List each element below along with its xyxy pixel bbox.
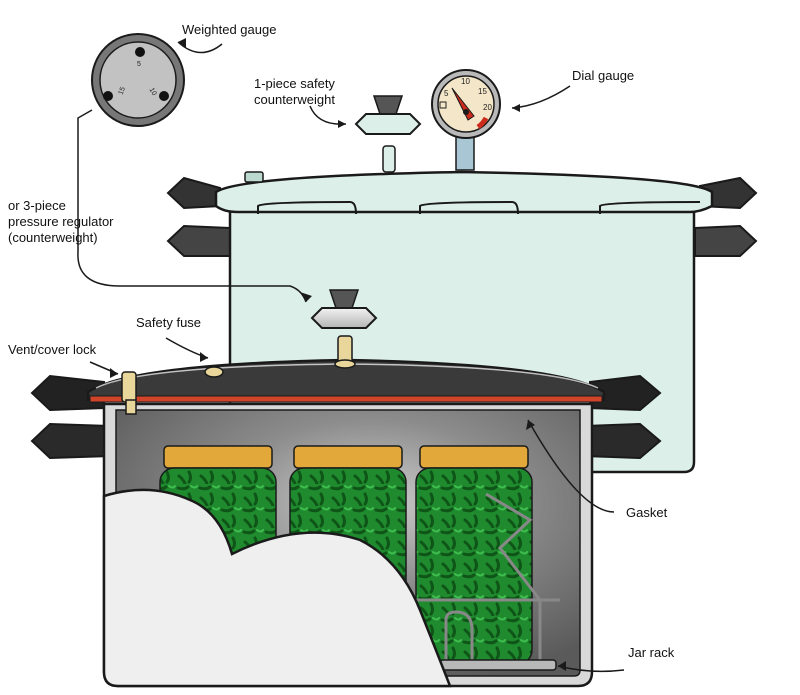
- back-pot-vent-pipe: [382, 145, 396, 173]
- front-pot-cutaway: [102, 488, 452, 688]
- jar: [415, 445, 533, 665]
- gasket: [89, 395, 603, 403]
- back-pot-handle-left-top: [166, 176, 221, 210]
- dial-gauge-mark: 15: [478, 87, 487, 96]
- label-dial-gauge: Dial gauge: [572, 68, 635, 83]
- dial-gauge: 5 10 15 20: [431, 69, 501, 139]
- back-pot-handle-left-bottom: [166, 224, 231, 257]
- arrow-gasket: [527, 419, 615, 513]
- label-gasket: Gasket: [626, 505, 668, 520]
- weighted-gauge-hole: [159, 91, 169, 101]
- dial-gauge-mark: 5: [444, 89, 449, 98]
- dial-gauge-stem: [455, 133, 475, 171]
- weighted-gauge-mark: 5: [137, 61, 141, 68]
- weighted-gauge-hole: [103, 91, 113, 101]
- safety-fuse: [204, 366, 224, 378]
- front-pot-handle-left-bottom: [30, 422, 111, 460]
- arrow-weighted-gauge: [177, 41, 223, 54]
- back-pot-vent: [244, 171, 264, 183]
- weighted-gauge: 5 10 15: [91, 33, 185, 127]
- back-pot-handle-right-bottom: [694, 224, 758, 257]
- dial-gauge-face: [437, 75, 495, 133]
- label-one-piece-counterweight: 1-piece safety counterweight: [254, 76, 335, 107]
- jar-rack: [412, 492, 560, 671]
- dial-gauge-red-zone: [476, 116, 489, 130]
- weighted-gauge-hole: [135, 47, 145, 57]
- dial-gauge-mark: 20: [483, 103, 492, 112]
- three-piece-regulator: [310, 289, 378, 329]
- back-pot-lid: [214, 170, 714, 214]
- one-piece-counterweight: [354, 95, 422, 135]
- label-safety-fuse: Safety fuse: [136, 315, 202, 330]
- weighted-gauge-mark: 10: [148, 87, 158, 97]
- label-vent-cover-lock: Vent/cover lock: [8, 342, 97, 357]
- dial-gauge-mark: 10: [461, 77, 470, 86]
- weighted-gauge-mark: 15: [118, 86, 127, 96]
- vent-cover-lock: [121, 371, 137, 415]
- label-weighted-gauge: Weighted gauge: [182, 22, 277, 37]
- label-jar-rack: Jar rack: [628, 645, 675, 660]
- arrow-dial-gauge: [511, 85, 571, 109]
- arrow-heads: [110, 38, 566, 671]
- label-three-piece-regulator: or 3-piece pressure regulator (counterwe…: [8, 198, 114, 245]
